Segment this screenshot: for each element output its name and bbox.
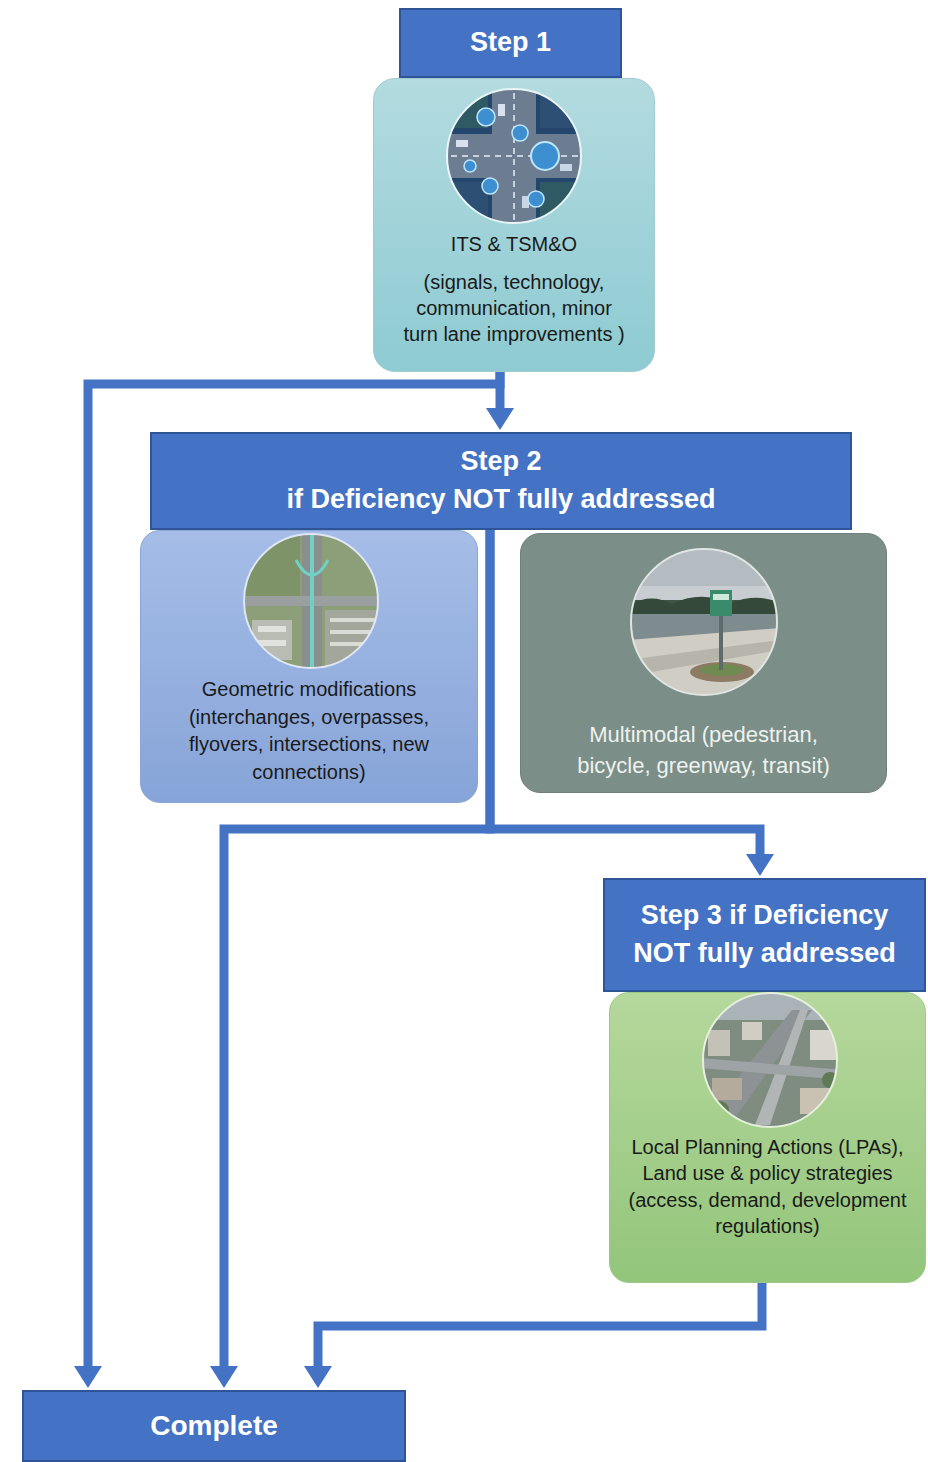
city-photo-part [712,1078,742,1100]
greenway-photo-part [713,594,729,600]
its-photo-part [456,140,468,147]
its-photo-part [477,108,495,126]
city-photo-part [708,1030,730,1056]
its-photo-part [482,178,498,194]
step-header: Step 1 [399,8,622,78]
its-photo-part [498,104,505,116]
arrow-head [210,1366,238,1388]
arrow-head [74,1366,102,1388]
step-header: Step 2if Deficiency NOT fully addressed [150,432,852,530]
box-body: (signals, technology, communication, min… [400,269,628,347]
arrow-head [486,408,514,430]
its-photo-part [531,142,559,170]
interchange-photo-part [258,626,286,632]
flow-line [318,1283,762,1367]
its-photo-part [492,82,536,232]
city-photo-rim [703,993,837,1127]
interchange-photo-rim [244,534,378,668]
box-title: Multimodal (pedestrian, bicycle, greenwa… [569,720,838,782]
header-text: Step 2 [460,443,541,481]
flow-arrow [304,1283,762,1388]
header-text: Step 3 if Deficiency NOT fully addressed [619,897,910,973]
its-photo-part [513,82,515,232]
end-box: Complete [22,1390,406,1462]
greenway-photo-part [710,590,732,616]
box-title: ITS & TSM&O [400,231,628,257]
its-photo-rim [447,89,581,223]
city-photo-part [742,1022,762,1040]
interchange-photo-part [310,530,314,680]
step-header: Step 3 if Deficiency NOT fully addressed [603,878,926,992]
its-photo-part [464,160,476,172]
its-photo-part [560,164,572,171]
header-text: if Deficiency NOT fully addressed [286,481,715,519]
greenway-photo-rim [631,549,777,695]
interchange-photo-part [296,560,328,575]
header-text: Step 1 [470,24,551,62]
its-photo-part [512,125,528,141]
interchange-photo-part [330,618,380,622]
its-photo-part [440,155,590,157]
arrow-head [746,854,774,876]
box-title: Local Planning Actions (LPAs), Land use … [618,1134,917,1240]
box-title: Geometric modifications (interchanges, o… [170,676,448,786]
arrow-head [304,1366,332,1388]
its-photo-part [528,191,544,207]
greenway-photo-part [628,597,780,614]
header-text: Complete [150,1406,278,1445]
interchange-photo-part [258,640,286,646]
